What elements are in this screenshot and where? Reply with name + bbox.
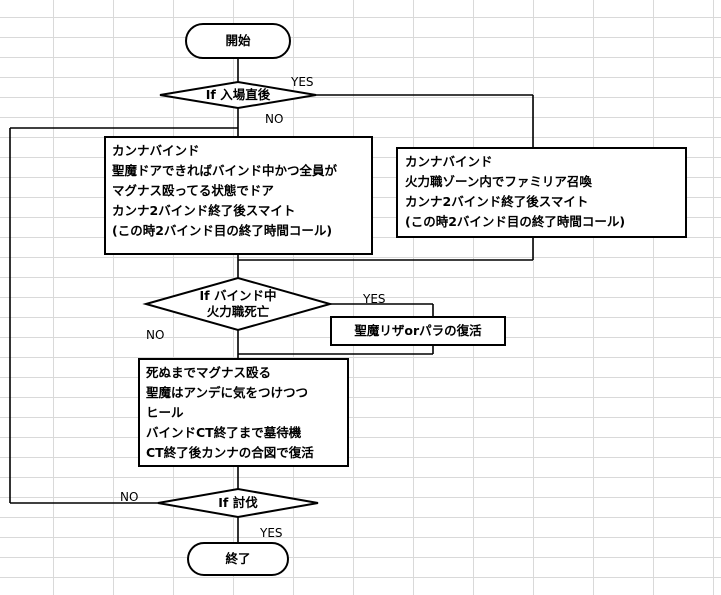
box-right-line-1: カンナバインド	[405, 154, 493, 169]
decision3-yes-label: YES	[260, 526, 283, 540]
box-left-line-2: 聖魔ドアできればバインド中かつ全員が	[112, 163, 338, 178]
decision3-diamond	[157, 487, 319, 519]
end-terminal	[187, 542, 289, 576]
decision1-yes-label: YES	[291, 75, 314, 89]
decision2-yes-label: YES	[363, 292, 386, 306]
box-left	[104, 136, 373, 255]
decision2-line-1: If バインド中	[199, 288, 277, 303]
decision1-diamond	[159, 80, 317, 110]
box-bottom-line-3: ヒール	[146, 405, 184, 420]
box-bottom	[138, 358, 349, 467]
box-right-line-2: 火力職ゾーン内でファミリア召喚	[405, 174, 592, 189]
box-left-line-3: マグナス殴ってる状態でドア	[112, 183, 274, 198]
box-right	[396, 147, 687, 238]
start-terminal	[185, 23, 291, 59]
decision2-line-2: 火力職死亡	[206, 304, 270, 319]
decision3-no-label: NO	[120, 490, 139, 504]
decision3-label: If 討伐	[218, 495, 258, 510]
box-left-line-5: (この時2バインド目の終了時間コール)	[112, 223, 333, 238]
box-bottom-line-5: CT終了後カンナの合図で復活	[146, 445, 314, 460]
box-left-line-1: カンナバインド	[112, 143, 200, 158]
box-bottom-line-1: 死ぬまでマグナス殴る	[146, 365, 272, 380]
revive-box-label: 聖魔リザorパラの復活	[354, 323, 482, 338]
decision2-no-label: NO	[146, 328, 165, 342]
decision2-diamond	[142, 276, 334, 332]
box-right-line-3: カンナ2バインド終了後スマイト	[405, 194, 589, 209]
end-label: 終了	[225, 551, 251, 566]
decision1-label: If 入場直後	[205, 87, 271, 102]
box-bottom-line-4: バインドCT終了まで墓待機	[146, 425, 302, 440]
connector-lines	[9, 58, 534, 543]
revive-box	[330, 316, 506, 346]
box-bottom-line-2: 聖魔はアンデに気をつけつつ	[146, 385, 309, 400]
decision1-no-label: NO	[265, 112, 284, 126]
box-right-line-4: (この時2バインド目の終了時間コール)	[405, 214, 626, 229]
box-left-line-4: カンナ2バインド終了後スマイト	[112, 203, 296, 218]
start-label: 開始	[225, 33, 251, 48]
